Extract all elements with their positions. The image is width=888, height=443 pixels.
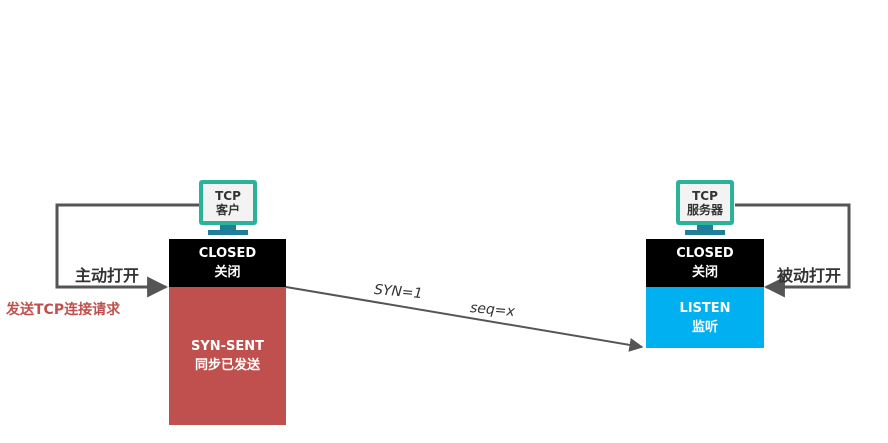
send-request-label: 发送TCP连接请求	[6, 302, 121, 318]
server-listen-cn-label: 监听	[691, 319, 718, 335]
client-monitor-line2: 客户	[215, 202, 240, 217]
client-synsent-cn-label: 同步已发送	[194, 358, 260, 373]
syn-segment-arrow	[285, 286, 644, 352]
passive-open-label: 被动打开	[777, 266, 842, 285]
server-monitor-screen: TCP 服务器	[676, 180, 734, 225]
server-closed-label: CLOSED	[676, 246, 734, 261]
server-monitor-icon: TCP 服务器	[676, 180, 734, 235]
client-monitor-neck	[220, 225, 236, 230]
server-listen-label: LISTEN	[679, 300, 731, 316]
server-closed-cn-label: 关闭	[691, 265, 718, 280]
client-monitor-screen: TCP 客户	[199, 180, 257, 225]
client-monitor-line1: TCP	[215, 188, 241, 203]
client-monitor-base	[208, 230, 248, 235]
server-monitor-line2: 服务器	[686, 202, 723, 217]
client-synsent-label: SYN-SENT	[190, 339, 265, 354]
server-monitor-base	[685, 230, 725, 235]
active-open-label: 主动打开	[75, 266, 140, 285]
server-closed-state: CLOSED 关闭	[646, 239, 764, 287]
server-listen-state: LISTEN 监听	[646, 287, 764, 348]
client-monitor-icon: TCP 客户	[199, 180, 257, 235]
client-closed-state: CLOSED 关闭	[169, 239, 286, 287]
client-open-loop-arrow	[55, 203, 199, 298]
client-closed-label: CLOSED	[198, 246, 257, 261]
server-open-loop-arrow	[735, 203, 851, 298]
client-closed-cn-label: 关闭	[214, 265, 241, 280]
server-monitor-line1: TCP	[692, 188, 718, 203]
client-synsent-state: SYN-SENT 同步已发送	[169, 287, 286, 425]
server-monitor-neck	[697, 225, 713, 230]
